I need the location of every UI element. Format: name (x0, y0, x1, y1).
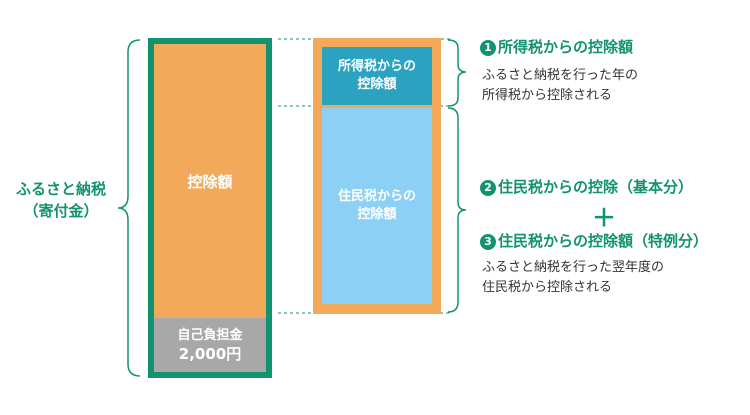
item1-desc-line1: ふるさと納税を行った年の (482, 68, 639, 83)
resident-tax-box: 住民税からの 控除額 (322, 108, 432, 304)
item1-desc-line2: 所得税から控除される (482, 88, 613, 103)
brace-resident (447, 107, 467, 313)
item3-desc: ふるさと納税を行った翌年度の 住民税から控除される (482, 258, 664, 298)
donation-column: 控除額 自己負担金 2,000円 (148, 38, 272, 378)
furusato-label-line1: ふるさと納税 (15, 180, 106, 198)
item3-desc-line1: ふるさと納税を行った翌年度の (482, 260, 665, 275)
self-burden-label: 自己負担金 (177, 328, 243, 343)
item3-title-text: 住民税からの控除額（特例分） (498, 232, 709, 250)
plus-sign: ＋ (592, 204, 616, 232)
self-burden-block: 自己負担金 2,000円 (154, 318, 266, 372)
income-tax-box: 所得税からの 控除額 (322, 47, 432, 105)
item1-title-text: 所得税からの控除額 (498, 38, 634, 56)
furusato-label: ふるさと納税 （寄付金） (6, 178, 116, 222)
item1-desc: ふるさと納税を行った年の 所得税から控除される (482, 66, 638, 106)
item3-number: 3 (480, 234, 496, 250)
item3-desc-line2: 住民税から控除される (482, 280, 613, 295)
furusato-label-line2: （寄付金） (23, 202, 99, 220)
deduction-label: 控除額 (187, 172, 233, 191)
brace-income (447, 39, 467, 107)
item1-number: 1 (480, 40, 496, 56)
item2-title-text: 住民税からの控除（基本分） (498, 178, 694, 196)
resident-tax-box-line2: 控除額 (357, 207, 397, 222)
deduction-block: 控除額 (154, 44, 266, 318)
item2-number: 2 (480, 180, 496, 196)
income-tax-box-line2: 控除額 (357, 77, 397, 92)
income-tax-box-line1: 所得税からの (337, 59, 416, 74)
left-brace (117, 39, 141, 377)
self-burden-amount: 2,000円 (178, 345, 242, 363)
resident-tax-box-line1: 住民税からの (337, 189, 416, 204)
